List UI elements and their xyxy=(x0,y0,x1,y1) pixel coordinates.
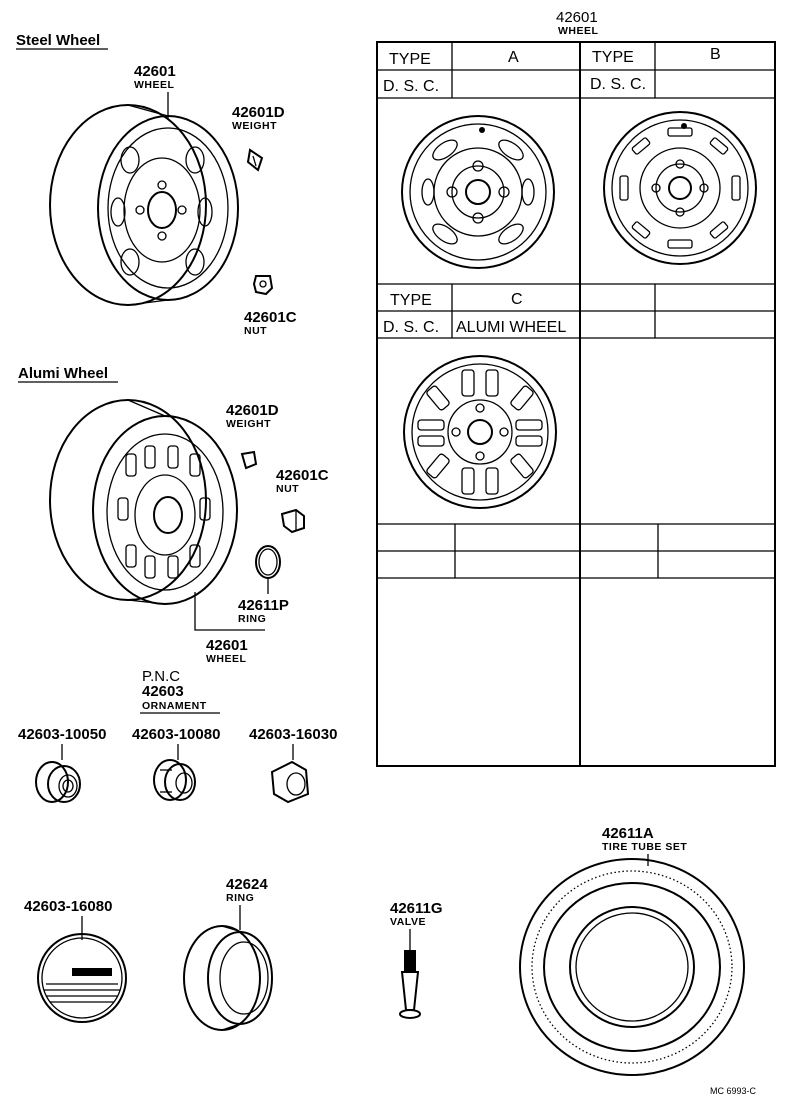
tire-name: TIRE TUBE SET xyxy=(602,841,687,853)
ornament-4-icon xyxy=(37,933,127,1023)
type-c-wheel-face xyxy=(403,355,557,509)
steel-nut-name: NUT xyxy=(244,325,267,337)
tire-icon xyxy=(519,858,745,1076)
dsc-c-label: D. S. C. xyxy=(383,319,439,336)
alumi-nut-pn: 42601C xyxy=(276,467,329,484)
steel-nut-icon xyxy=(252,275,274,296)
alumi-wheel-bracket xyxy=(194,592,265,631)
alumi-ring-name: RING xyxy=(238,613,266,625)
alumi-wheel-pn: 42601 xyxy=(206,637,248,654)
tire-pn: 42611A xyxy=(602,825,654,842)
steel-wheel-heading: Steel Wheel xyxy=(16,32,100,49)
ornament-name: ORNAMENT xyxy=(142,700,207,712)
type-b-header: TYPE xyxy=(592,49,634,66)
ornament-1-icon xyxy=(35,761,81,803)
valve-icon xyxy=(399,950,421,1019)
steel-weight-pn: 42601D xyxy=(232,104,285,121)
alumi-ring-icon xyxy=(255,545,281,579)
ornament-2-pn: 42603-10080 xyxy=(132,726,220,743)
steel-nut-pn: 42601C xyxy=(244,309,297,326)
alumi-wheel-name: WHEEL xyxy=(206,653,247,665)
type-b-value: B xyxy=(710,46,721,63)
ornament-4-pn: 42603-16080 xyxy=(24,898,112,915)
ornament-1-pn: 42603-10050 xyxy=(18,726,106,743)
alumi-nut-name: NUT xyxy=(276,483,299,495)
reference-code: MC 6993-C xyxy=(710,1086,757,1096)
valve-pn: 42611G xyxy=(390,900,443,917)
dsc-b-label: D. S. C. xyxy=(590,76,646,93)
type-c-value: C xyxy=(511,291,523,308)
steel-weight-icon xyxy=(246,148,264,172)
ornament-2-icon xyxy=(153,759,196,801)
type-b-wheel-face xyxy=(603,111,757,265)
alumi-wheel-heading: Alumi Wheel xyxy=(18,365,108,382)
type-a-value: A xyxy=(508,49,519,66)
alumi-ring-pn: 42611P xyxy=(238,597,289,614)
ornament-pnc-label: P.N.C xyxy=(142,668,180,685)
alumi-weight-pn: 42601D xyxy=(226,402,279,419)
dsc-a-label: D. S. C. xyxy=(383,78,439,95)
ring-42624-pn: 42624 xyxy=(226,876,268,893)
table-pn: 42601 xyxy=(556,9,598,26)
steel-wheel-drawing xyxy=(49,104,239,306)
alumi-weight-name: WEIGHT xyxy=(226,418,271,430)
steel-wheel-name: WHEEL xyxy=(134,79,175,91)
steel-wheel-pn: 42601 xyxy=(134,63,176,80)
type-table xyxy=(376,41,776,767)
valve-name: VALVE xyxy=(390,916,426,928)
type-c-header: TYPE xyxy=(390,292,432,309)
ornament-3-icon xyxy=(270,760,310,804)
steel-weight-name: WEIGHT xyxy=(232,120,277,132)
ornament-pn: 42603 xyxy=(142,683,184,700)
alumi-weight-icon xyxy=(240,450,258,470)
ring-42624-name: RING xyxy=(226,892,254,904)
table-name: WHEEL xyxy=(558,25,599,37)
alumi-nut-icon xyxy=(280,508,305,534)
ornament-3-pn: 42603-16030 xyxy=(249,726,337,743)
type-a-header: TYPE xyxy=(389,51,431,68)
dsc-c-value: ALUMI WHEEL xyxy=(456,319,566,336)
type-a-wheel-face xyxy=(401,115,555,269)
alumi-wheel-drawing xyxy=(49,399,238,605)
ring-42624-icon xyxy=(183,925,273,1031)
